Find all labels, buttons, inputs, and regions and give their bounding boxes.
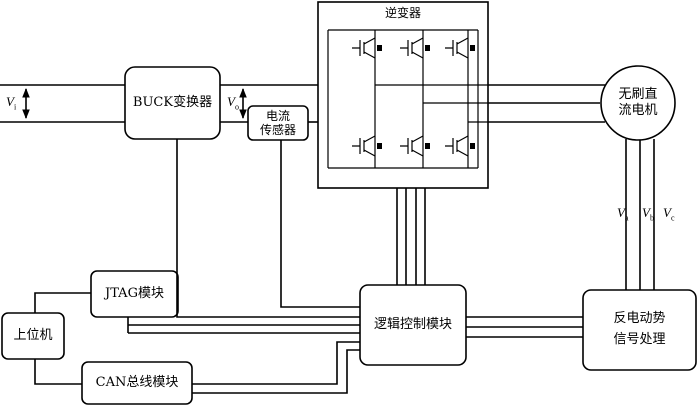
buck-label: BUCK变换器 <box>125 67 220 139</box>
can-box <box>81 361 193 405</box>
can-to-logic-1 <box>192 341 360 385</box>
inverter-box <box>317 1 489 189</box>
motor-label: 无刷直 流电机 <box>601 83 675 123</box>
logic-label: 逻辑控制模块 <box>360 285 466 365</box>
current-sensor-label: 电流 传感器 <box>248 106 308 140</box>
vc-label: Vc <box>663 205 675 223</box>
vo-label: Vo <box>227 94 239 112</box>
jtag-box <box>90 270 179 318</box>
sensor-to-logic <box>280 140 360 308</box>
current-sensor-line2: 传感器 <box>259 123 296 137</box>
logic-text: 逻辑控制模块 <box>373 317 452 333</box>
inverter-label: 逆变器 <box>318 4 488 22</box>
current-sensor-box <box>247 105 309 141</box>
jtag-label: JTAG模块 <box>91 271 178 317</box>
buck-box <box>124 66 221 140</box>
va-label: Va <box>617 205 629 223</box>
inverter-text: 逆变器 <box>384 5 421 20</box>
can-to-logic-2 <box>192 349 360 394</box>
jtag-text: JTAG模块 <box>105 286 164 302</box>
diode-marks <box>377 45 475 149</box>
motor-line1: 无刷直 <box>618 87 658 103</box>
current-sensor-line1: 电流 <box>265 108 290 123</box>
back-emf-box <box>582 289 697 371</box>
can-text: CAN总线模块 <box>95 375 179 391</box>
host-to-jtag <box>34 292 91 313</box>
buck-to-logic <box>176 139 360 318</box>
host-label: 上位机 <box>2 313 64 359</box>
buck-text: BUCK变换器 <box>132 95 213 111</box>
host-text: 上位机 <box>13 328 53 344</box>
vi-label: Vi <box>6 94 17 112</box>
back-emf-label: 反电动势 信号处理 <box>583 290 696 370</box>
inverter-bridge <box>327 29 488 169</box>
host-to-can <box>34 359 82 385</box>
motor-circle <box>600 65 676 141</box>
back-emf-line1: 反电动势 <box>613 311 666 327</box>
vb-label: Vb <box>642 205 654 223</box>
back-emf-line2: 信号处理 <box>613 332 666 347</box>
motor-line2: 流电机 <box>618 103 658 118</box>
can-label: CAN总线模块 <box>82 362 192 404</box>
host-box <box>1 312 65 360</box>
